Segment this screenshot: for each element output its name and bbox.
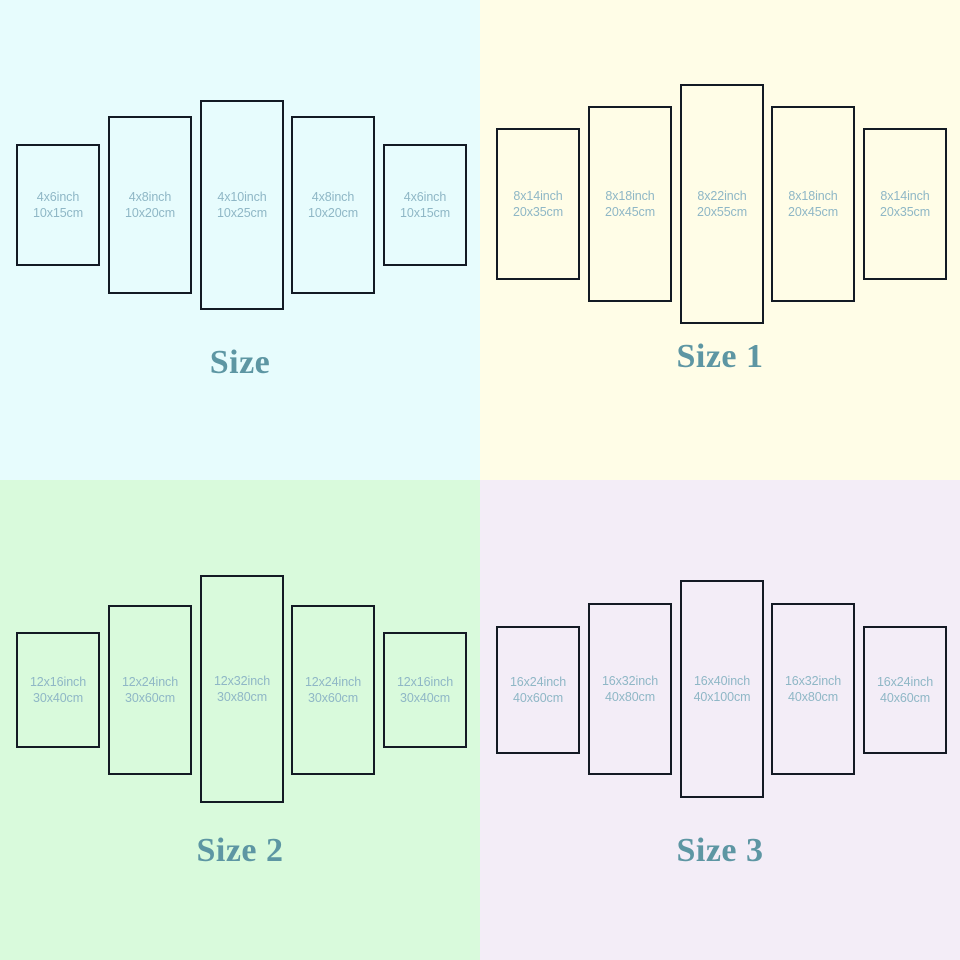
- panel-size-inch: 16x40inch: [693, 674, 751, 688]
- panel-size-cm: 40x100cm: [693, 690, 751, 704]
- panel-size-inch: 8x18inch: [788, 189, 838, 203]
- panel-size-cm: 20x35cm: [879, 205, 931, 219]
- canvas-panel: 4x8inch 10x20cm: [291, 116, 375, 294]
- quadrant-size: 4x6inch 10x15cm 4x8inch 10x20cm 4x10inch 10x2…: [0, 0, 480, 480]
- panel-size-label: 16x32inch 40x80cm: [785, 673, 841, 705]
- panel-size-inch: 8x22inch: [697, 189, 747, 203]
- panel-size-label: 12x16inch 30x40cm: [30, 674, 86, 706]
- panel-size-inch: 8x18inch: [605, 189, 655, 203]
- panel-size-label: 16x40inch 40x100cm: [694, 673, 751, 705]
- canvas-panel: 4x6inch 10x15cm: [383, 144, 467, 266]
- canvas-panel: 8x14inch 20x35cm: [863, 128, 947, 280]
- panel-size-cm: 10x20cm: [124, 206, 176, 220]
- panel-size-inch: 12x24inch: [121, 675, 179, 689]
- canvas-panel: 4x8inch 10x20cm: [108, 116, 192, 294]
- quadrant-size-3: 16x24inch 40x60cm 16x32inch 40x80cm 16x40inc…: [480, 480, 960, 960]
- panel-size-inch: 4x8inch: [311, 190, 355, 204]
- panel-size-label: 16x32inch 40x80cm: [602, 673, 658, 705]
- panel-set-size-2: 12x16inch 30x40cm 12x24inch 30x60cm 12x32inc…: [0, 480, 480, 960]
- panel-set-size-3: 16x24inch 40x60cm 16x32inch 40x80cm 16x40inc…: [480, 480, 960, 960]
- panel-size-cm: 10x25cm: [216, 206, 268, 220]
- canvas-panel: 12x16inch 30x40cm: [383, 632, 467, 748]
- panel-size-cm: 40x60cm: [512, 691, 564, 705]
- panel-size-label: 4x6inch 10x15cm: [400, 189, 450, 221]
- panel-size-inch: 4x10inch: [217, 190, 267, 204]
- panel-size-cm: 30x60cm: [124, 691, 176, 705]
- panel-size-cm: 40x80cm: [787, 690, 839, 704]
- panel-size-cm: 20x55cm: [696, 205, 748, 219]
- panel-size-cm: 40x60cm: [879, 691, 931, 705]
- panel-size-inch: 4x6inch: [36, 190, 80, 204]
- panel-size-inch: 12x16inch: [29, 675, 87, 689]
- canvas-panel: 8x14inch 20x35cm: [496, 128, 580, 280]
- canvas-panel: 8x18inch 20x45cm: [588, 106, 672, 302]
- panel-size-cm: 10x15cm: [32, 206, 84, 220]
- quadrant-title: Size 1: [676, 338, 764, 375]
- panel-size-inch: 8x14inch: [880, 189, 930, 203]
- panel-size-label: 12x24inch 30x60cm: [122, 674, 178, 706]
- panel-size-label: 8x14inch 20x35cm: [880, 188, 930, 220]
- canvas-panel: 4x6inch 10x15cm: [16, 144, 100, 266]
- canvas-panel: 12x32inch 30x80cm: [200, 575, 284, 803]
- panel-size-inch: 16x32inch: [601, 674, 659, 688]
- quadrant-size-2: 12x16inch 30x40cm 12x24inch 30x60cm 12x32inc…: [0, 480, 480, 960]
- panel-size-label: 8x14inch 20x35cm: [513, 188, 563, 220]
- canvas-panel: 16x24inch 40x60cm: [863, 626, 947, 754]
- canvas-panel: 16x32inch 40x80cm: [588, 603, 672, 775]
- quadrant-title: Size 2: [196, 832, 284, 869]
- panel-set-size: 4x6inch 10x15cm 4x8inch 10x20cm 4x10inch 10x2…: [0, 0, 480, 480]
- panel-size-inch: 4x6inch: [403, 190, 447, 204]
- panel-size-label: 8x18inch 20x45cm: [788, 188, 838, 220]
- canvas-panel: 8x22inch 20x55cm: [680, 84, 764, 324]
- panel-size-label: 16x24inch 40x60cm: [510, 674, 566, 706]
- panel-size-cm: 10x15cm: [399, 206, 451, 220]
- panel-size-label: 4x6inch 10x15cm: [33, 189, 83, 221]
- quadrant-title: Size: [209, 344, 271, 381]
- panel-size-label: 12x16inch 30x40cm: [397, 674, 453, 706]
- canvas-panel: 12x24inch 30x60cm: [108, 605, 192, 775]
- panel-size-inch: 16x24inch: [876, 675, 934, 689]
- panel-size-label: 16x24inch 40x60cm: [877, 674, 933, 706]
- panel-size-label: 8x22inch 20x55cm: [697, 188, 747, 220]
- panel-size-cm: 20x35cm: [512, 205, 564, 219]
- panel-size-inch: 16x32inch: [784, 674, 842, 688]
- canvas-panel: 16x40inch 40x100cm: [680, 580, 764, 798]
- canvas-panel: 8x18inch 20x45cm: [771, 106, 855, 302]
- panel-size-label: 4x8inch 10x20cm: [308, 189, 358, 221]
- panel-size-cm: 40x80cm: [604, 690, 656, 704]
- panel-size-cm: 20x45cm: [604, 205, 656, 219]
- panel-size-label: 4x10inch 10x25cm: [217, 189, 267, 221]
- panel-size-cm: 10x20cm: [307, 206, 359, 220]
- panel-size-label: 12x24inch 30x60cm: [305, 674, 361, 706]
- panel-size-cm: 30x40cm: [32, 691, 84, 705]
- panel-size-cm: 30x60cm: [307, 691, 359, 705]
- panel-size-cm: 30x40cm: [399, 691, 451, 705]
- panel-size-inch: 12x32inch: [213, 674, 271, 688]
- panel-size-label: 8x18inch 20x45cm: [605, 188, 655, 220]
- panel-size-inch: 12x16inch: [396, 675, 454, 689]
- quadrant-size-1: 8x14inch 20x35cm 8x18inch 20x45cm 8x22inch 20…: [480, 0, 960, 480]
- panel-size-inch: 4x8inch: [128, 190, 172, 204]
- panel-size-inch: 8x14inch: [513, 189, 563, 203]
- panel-size-inch: 12x24inch: [304, 675, 362, 689]
- canvas-panel: 16x24inch 40x60cm: [496, 626, 580, 754]
- panel-size-label: 4x8inch 10x20cm: [125, 189, 175, 221]
- canvas-panel: 16x32inch 40x80cm: [771, 603, 855, 775]
- panel-set-size-1: 8x14inch 20x35cm 8x18inch 20x45cm 8x22inch 20…: [480, 0, 960, 480]
- panel-size-cm: 20x45cm: [787, 205, 839, 219]
- panel-size-label: 12x32inch 30x80cm: [214, 673, 270, 705]
- canvas-panel: 12x24inch 30x60cm: [291, 605, 375, 775]
- quadrant-title: Size 3: [676, 832, 764, 869]
- canvas-panel: 12x16inch 30x40cm: [16, 632, 100, 748]
- panel-size-cm: 30x80cm: [216, 690, 268, 704]
- panel-size-inch: 16x24inch: [509, 675, 567, 689]
- canvas-panel: 4x10inch 10x25cm: [200, 100, 284, 310]
